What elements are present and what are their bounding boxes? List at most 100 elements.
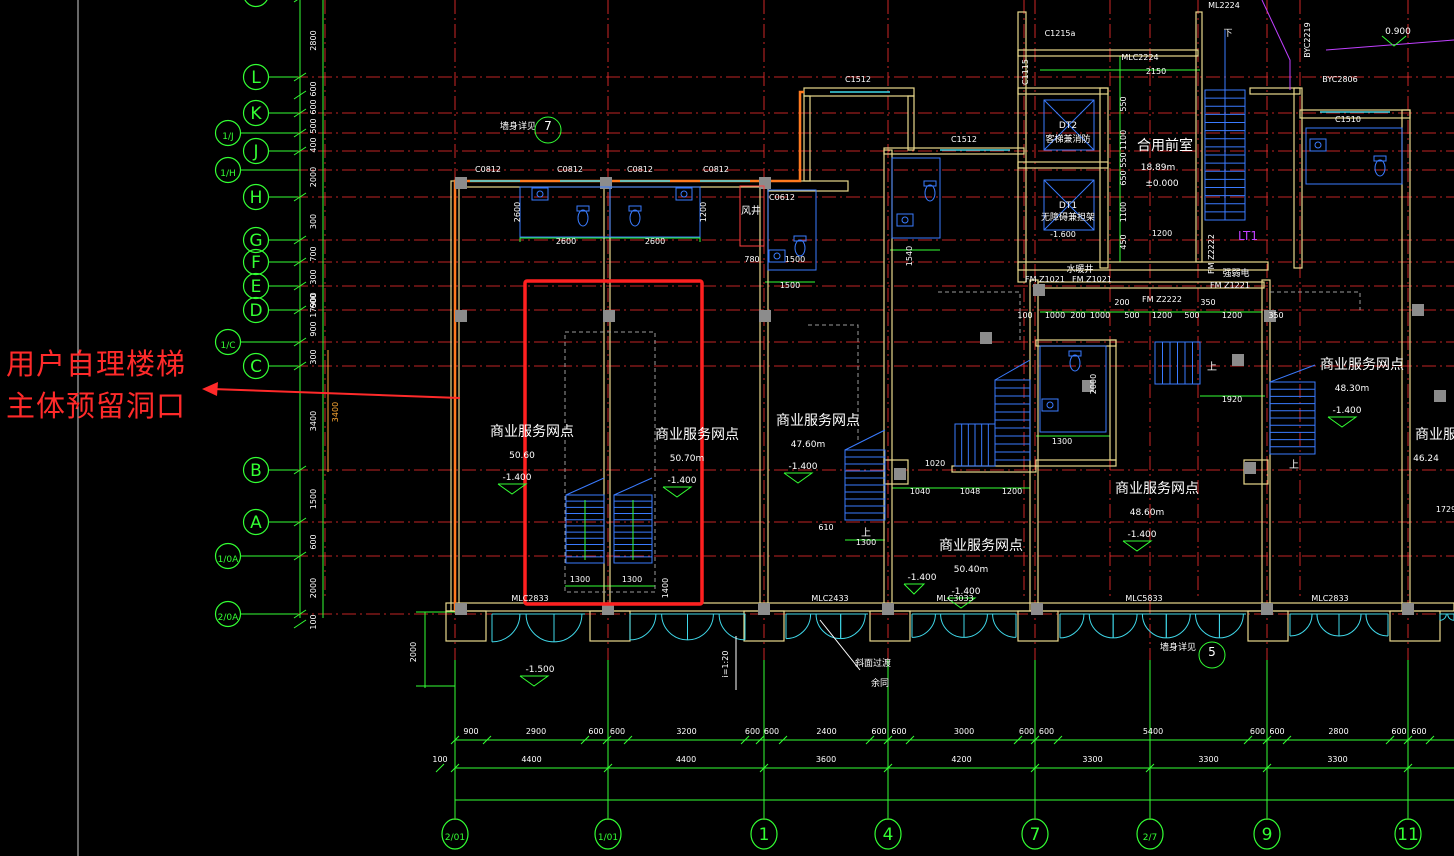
room-dimension-text: 780: [744, 255, 759, 264]
door-swing: [1439, 613, 1447, 621]
room-name: 商业服务网点: [1320, 357, 1404, 373]
dim-tick: [293, 551, 307, 561]
dim-tick: [293, 72, 307, 82]
column-square: [894, 468, 906, 480]
dim-tick: [293, 192, 307, 202]
stair-up-label: 上: [861, 527, 871, 539]
window-tag: C1115: [1021, 59, 1030, 85]
elevator-cross: [1043, 99, 1095, 151]
column-axis-label: 2/01: [445, 833, 465, 843]
dim-tick: [602, 735, 612, 745]
room-area: 46.24: [1413, 454, 1439, 464]
stair-break-line: [994, 359, 1031, 381]
level-marker: [1122, 540, 1153, 552]
level-marker: [497, 483, 528, 495]
door-swing: [491, 613, 521, 643]
detail-number: 7: [544, 119, 552, 133]
dim-tick: [623, 735, 633, 745]
level-marker: [1381, 35, 1407, 47]
room-dimension-text: 1200: [1152, 311, 1172, 320]
stair-dimension-text: 3400: [331, 402, 340, 422]
dim-tick: [293, 361, 307, 371]
column-square: [980, 332, 992, 344]
room-dimension-text: 1020: [925, 459, 945, 468]
room-dimension-text: 200: [1070, 311, 1085, 320]
column-axis-bubble: [1136, 818, 1164, 850]
row-axis-bubble: [244, 0, 268, 8]
left-dimension-text: 2000: [309, 578, 318, 598]
room-dimension-text: 2600: [513, 202, 522, 222]
room-dimension-text: 1000: [1090, 311, 1110, 320]
room-dimension-text: 2150: [1146, 67, 1166, 76]
level-marker: [946, 597, 977, 609]
room-dimension-text: 1200: [1222, 311, 1242, 320]
toilet-fixture: [577, 209, 589, 227]
wall-detail-label: 墙身详见: [500, 120, 536, 132]
bottom-dimension-text: 3000: [954, 727, 974, 736]
door-tag: ML2224: [1208, 1, 1240, 10]
basin-fixture: [1041, 398, 1059, 412]
shared-lobby-area: 18.89m: [1141, 163, 1176, 173]
dimension-lines: [293, 0, 1454, 801]
toilet-tank: [1068, 350, 1082, 357]
window-tag: C1512: [951, 135, 977, 144]
toilet-room: [1305, 127, 1403, 185]
left-dimension-text: 100: [309, 614, 318, 629]
bottom-dimension-text: 600: [1019, 727, 1034, 736]
left-dimension-text: 600: [309, 81, 318, 96]
room-dimension-text: 350: [1200, 298, 1215, 307]
column-square: [1412, 304, 1424, 316]
toilet-tank: [923, 180, 937, 187]
door-swing: [1289, 613, 1313, 637]
room-name: 商业服: [1415, 427, 1454, 443]
level-marker: [903, 583, 926, 595]
row-axis-label: A: [250, 513, 262, 533]
left-dimension-text: 700: [309, 246, 318, 261]
door-tag: FM Z1021: [1025, 275, 1065, 284]
shared-lobby-label: 合用前室: [1137, 137, 1193, 154]
toilet-fixture: [924, 184, 936, 202]
wall-detail-label: 墙身详见: [1160, 641, 1196, 653]
detail-bubble: [1198, 641, 1226, 669]
room-area: 48.30m: [1335, 384, 1370, 394]
room-dimension-text: 1300: [856, 538, 876, 547]
stair-break-line: [1269, 364, 1316, 383]
row-axis-bubble: [214, 119, 242, 147]
column-axis-label: 7: [1030, 825, 1041, 845]
stair-break-line: [844, 429, 886, 451]
left-dimension-text: 3400: [309, 411, 318, 431]
column-axis-label: 4: [883, 825, 894, 845]
stair-opening-highlight: [523, 279, 704, 606]
row-axis-bubble: [214, 542, 242, 570]
left-dimension-text: 900: [309, 321, 318, 336]
row-axis-label: J: [252, 142, 258, 162]
column-axis-label: 1/01: [598, 833, 618, 843]
stair-fixtures: [565, 30, 1316, 564]
elevator-label: DT1: [1059, 201, 1077, 211]
row-axis-label: 1/J: [222, 132, 233, 142]
detail-bubble: [534, 116, 562, 144]
room-level: -1.400: [1127, 530, 1156, 540]
stair-down-label: 下: [1223, 29, 1232, 39]
bottom-dimension-text: 900: [463, 727, 478, 736]
storefront-doors: [491, 613, 1454, 643]
level-marker: [1327, 416, 1358, 428]
row-axis-bubble: [242, 63, 270, 91]
column-axis-bubble: [1394, 818, 1422, 850]
room-name: 商业服务网点: [776, 413, 860, 429]
dim-tick: [293, 305, 307, 315]
stair-break-line: [565, 477, 605, 496]
room-labels: 商业服务网点50.60-1.400商业服务网点50.70m-1.400商业服务网…: [490, 357, 1454, 609]
room-dimension-text: 1300: [570, 575, 590, 584]
room-dimension-text: 1100: [1119, 202, 1128, 222]
basin-drain: [680, 190, 688, 198]
room-dimension-text: 1920: [1222, 395, 1242, 404]
stair-run-left: [565, 494, 605, 564]
toilet-room: [891, 157, 941, 239]
boundary-outline: [453, 90, 804, 611]
bottom-dimension-text: 4400: [676, 755, 696, 764]
left-dimension-text: 1500: [309, 489, 318, 509]
door-swing: [963, 613, 988, 638]
column-square: [882, 603, 894, 615]
